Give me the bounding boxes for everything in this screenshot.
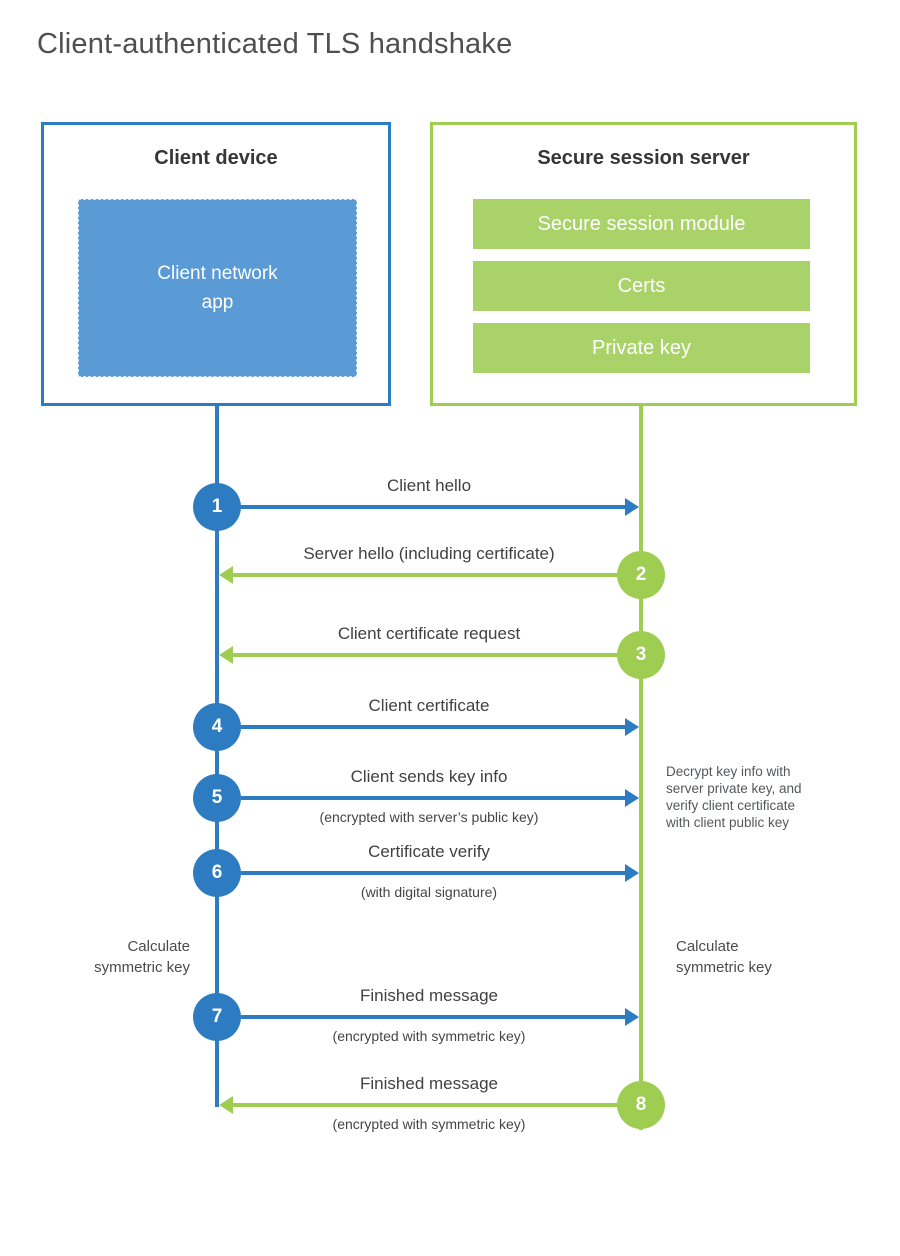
server-module-bar-certs: Certs bbox=[473, 261, 810, 311]
step-8-arrow bbox=[233, 1103, 617, 1107]
server-calculate-symmetric-key-note: Calculate symmetric key bbox=[676, 938, 772, 976]
step-3-arrowhead-icon bbox=[219, 646, 233, 664]
secure-session-server-heading: Secure session server bbox=[537, 147, 750, 169]
client-calculate-symmetric-key-note: Calculate symmetric key bbox=[94, 938, 190, 976]
step-2-arrow bbox=[233, 573, 617, 577]
step-6-arrowhead-icon bbox=[625, 864, 639, 882]
step-5-arrowhead-icon bbox=[625, 789, 639, 807]
server-module-label: Secure session module bbox=[537, 212, 746, 235]
step-1-arrow bbox=[241, 505, 627, 509]
step-1-arrowhead-icon bbox=[625, 498, 639, 516]
step-6-sublabel: (with digital signature) bbox=[360, 884, 498, 900]
client-device-heading: Client device bbox=[154, 147, 278, 169]
server-module-bar-private-key: Private key bbox=[473, 323, 810, 373]
server-module-bar-secure-session-module: Secure session module bbox=[473, 199, 810, 249]
client-network-app-box: Client network app bbox=[78, 199, 357, 377]
step-8-sublabel: (encrypted with symmetric key) bbox=[332, 1116, 526, 1132]
step-8-arrowhead-icon bbox=[219, 1096, 233, 1114]
step-2-arrowhead-icon bbox=[219, 566, 233, 584]
step-4-arrow bbox=[241, 725, 627, 729]
step-4-arrowhead-icon bbox=[625, 718, 639, 736]
step-5-label: Client sends key info bbox=[350, 767, 508, 786]
step-3-arrow bbox=[233, 653, 617, 657]
step-3-label: Client certificate request bbox=[337, 624, 521, 643]
step-8-label: Finished message bbox=[360, 1074, 498, 1093]
step-2-label: Server hello (including certificate) bbox=[303, 544, 555, 563]
page-title: Client-authenticated TLS handshake bbox=[37, 28, 513, 60]
client-network-app-label: Client network app bbox=[157, 262, 278, 313]
step-7-label: Finished message bbox=[360, 986, 498, 1005]
step-5-sublabel: (encrypted with server’s public key) bbox=[319, 809, 539, 825]
step-7-arrow bbox=[241, 1015, 627, 1019]
step-5-arrow bbox=[241, 796, 627, 800]
server-private-key-note: Decrypt key info with server private key… bbox=[666, 764, 802, 830]
step-7-sublabel: (encrypted with symmetric key) bbox=[332, 1028, 526, 1044]
step-4-label: Client certificate bbox=[368, 696, 490, 715]
server-module-label: Certs bbox=[617, 274, 666, 297]
step-6-arrow bbox=[241, 871, 627, 875]
server-module-label: Private key bbox=[592, 336, 691, 359]
client-lifeline bbox=[215, 403, 219, 1107]
server-lifeline bbox=[639, 403, 643, 1130]
step-7-arrowhead-icon bbox=[625, 1008, 639, 1026]
step-1-label: Client hello bbox=[386, 476, 472, 495]
step-6-label: Certificate verify bbox=[368, 842, 490, 861]
